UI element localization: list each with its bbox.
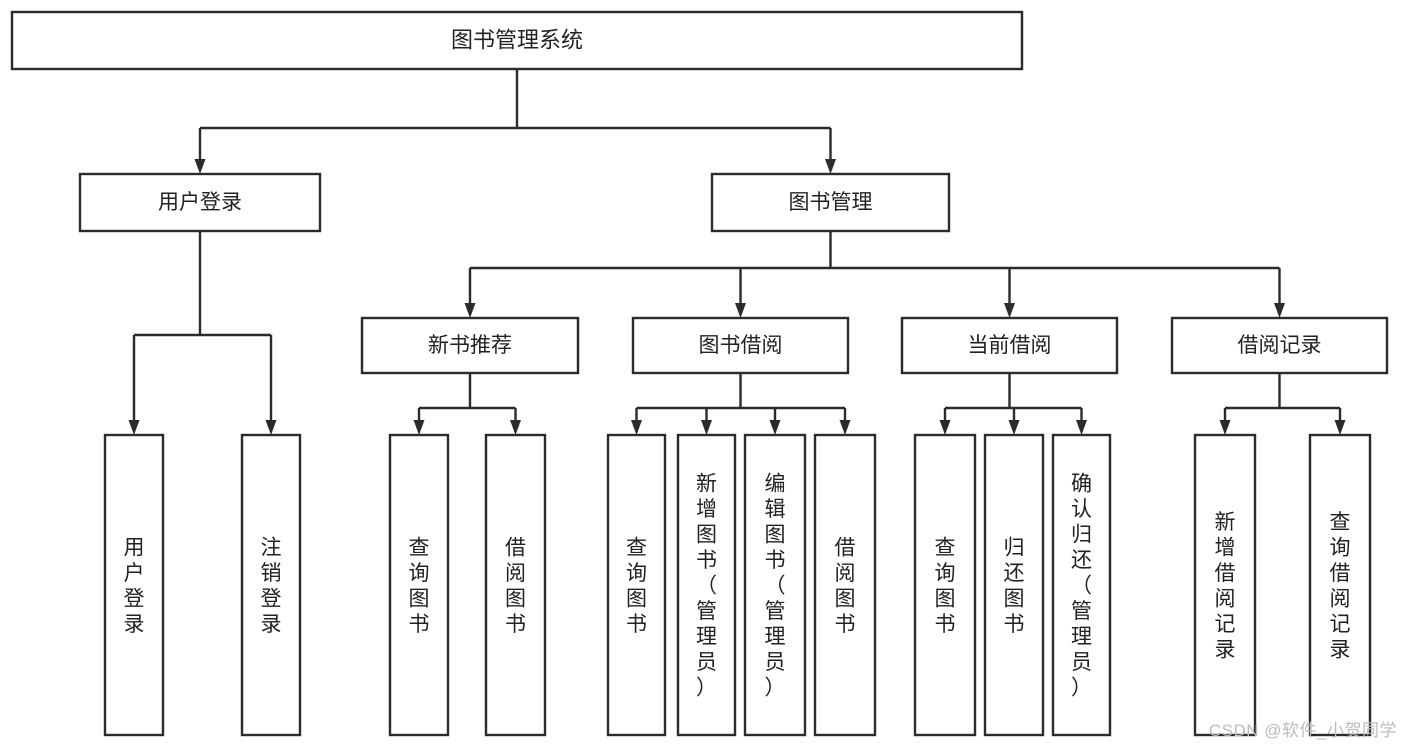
node-l2-user[interactable]: 用户登录 bbox=[78, 172, 322, 233]
edge-group-l2_book bbox=[464, 231, 1285, 318]
node-box bbox=[360, 316, 580, 375]
node-box bbox=[606, 433, 667, 737]
edge-group-l3_record bbox=[1219, 373, 1346, 435]
node-l3-borrow[interactable]: 图书借阅 bbox=[631, 316, 850, 375]
node-box bbox=[1051, 433, 1112, 737]
node-box bbox=[710, 172, 951, 233]
node-label: 查询图书 bbox=[935, 536, 956, 636]
edge-group-l3_newbook bbox=[413, 373, 521, 435]
node-l3-current[interactable]: 当前借阅 bbox=[900, 316, 1119, 375]
node-label: 查询借阅记录 bbox=[1330, 511, 1351, 662]
node-box bbox=[813, 433, 877, 737]
node-label: 编辑图书（管理员） bbox=[765, 473, 786, 700]
node-layer: 图书管理系统用户登录图书管理新书推荐图书借阅当前借阅借阅记录用户登录注销登录查询… bbox=[10, 10, 1389, 737]
node-label: 用户登录 bbox=[124, 536, 145, 636]
node-box bbox=[900, 316, 1119, 375]
node-label: 查询图书 bbox=[626, 536, 647, 636]
node-label: 注销登录 bbox=[261, 536, 282, 636]
node-box bbox=[484, 433, 547, 737]
node-label: 确认归还（管理员） bbox=[1071, 473, 1092, 700]
node-box bbox=[631, 316, 850, 375]
node-l3-newbook[interactable]: 新书推荐 bbox=[360, 316, 580, 375]
edge-group-l3_current bbox=[939, 373, 1087, 435]
node-box bbox=[10, 10, 1024, 71]
node-label: 新增借阅记录 bbox=[1215, 511, 1236, 662]
edge-group-l2_user bbox=[128, 231, 277, 435]
node-leaf-nb-borrow[interactable]: 借阅图书 bbox=[484, 433, 547, 737]
node-label: 新增图书（管理员） bbox=[696, 473, 717, 700]
edge-layer bbox=[128, 69, 1346, 435]
node-leaf-bw-edit[interactable]: 编辑图书（管理员） bbox=[743, 433, 807, 737]
node-box bbox=[743, 433, 807, 737]
node-label: 借阅图书 bbox=[835, 536, 856, 636]
node-leaf-cur-query[interactable]: 查询图书 bbox=[913, 433, 977, 737]
node-label: 借阅图书 bbox=[505, 536, 526, 636]
node-l3-record[interactable]: 借阅记录 bbox=[1170, 316, 1389, 375]
node-label: 新书推荐 bbox=[428, 334, 512, 357]
node-l2-book[interactable]: 图书管理 bbox=[710, 172, 951, 233]
node-leaf-nb-query[interactable]: 查询图书 bbox=[388, 433, 450, 737]
node-box bbox=[103, 433, 165, 737]
node-box bbox=[1193, 433, 1257, 737]
node-leaf-user-login[interactable]: 用户登录 bbox=[103, 433, 165, 737]
node-label: 归还图书 bbox=[1004, 536, 1025, 636]
node-leaf-bw-add[interactable]: 新增图书（管理员） bbox=[676, 433, 737, 737]
node-label: 用户登录 bbox=[158, 191, 242, 214]
node-leaf-cur-confirm[interactable]: 确认归还（管理员） bbox=[1051, 433, 1112, 737]
node-label: 当前借阅 bbox=[968, 334, 1052, 357]
node-label: 图书管理 bbox=[789, 191, 873, 214]
node-box bbox=[388, 433, 450, 737]
node-box bbox=[676, 433, 737, 737]
node-leaf-cur-return[interactable]: 归还图书 bbox=[983, 433, 1045, 737]
node-leaf-bw-query[interactable]: 查询图书 bbox=[606, 433, 667, 737]
node-label: 查询图书 bbox=[409, 536, 430, 636]
edge-group-l3_borrow bbox=[631, 373, 851, 435]
node-label: 借阅记录 bbox=[1238, 334, 1322, 357]
node-root[interactable]: 图书管理系统 bbox=[10, 10, 1024, 71]
node-box bbox=[983, 433, 1045, 737]
node-leaf-rec-query[interactable]: 查询借阅记录 bbox=[1308, 433, 1372, 737]
node-box bbox=[1308, 433, 1372, 737]
node-label: 图书管理系统 bbox=[451, 27, 583, 52]
edge-group-root bbox=[194, 69, 836, 174]
node-box bbox=[913, 433, 977, 737]
node-leaf-user-logout[interactable]: 注销登录 bbox=[240, 433, 302, 737]
node-leaf-rec-add[interactable]: 新增借阅记录 bbox=[1193, 433, 1257, 737]
node-box bbox=[1170, 316, 1389, 375]
node-label: 图书借阅 bbox=[699, 334, 783, 357]
node-leaf-bw-borrow[interactable]: 借阅图书 bbox=[813, 433, 877, 737]
node-box bbox=[240, 433, 302, 737]
node-box bbox=[78, 172, 322, 233]
